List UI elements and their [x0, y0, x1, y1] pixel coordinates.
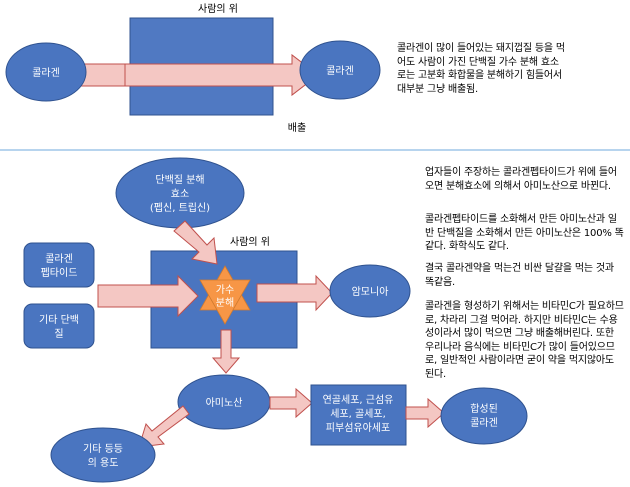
bottom-explanation-p1: 업자들이 주장하는 콜라겐펩타이드가 위에 들어오면 분해효소에 의해서 아미노…	[425, 167, 617, 192]
other-protein-box	[23, 303, 95, 349]
other-protein-label-line1: 기타 단백	[39, 314, 79, 326]
proteins-to-stomach-arrow	[97, 274, 199, 318]
enzyme-label-line1: 단백질 분해	[155, 173, 204, 186]
stomach-to-amino-arrow	[211, 329, 241, 374]
other-use-ellipse	[50, 427, 156, 483]
other-use-label-line2: 의 용도	[88, 457, 119, 469]
synthesized-collagen-label-line2: 콜라겐	[470, 417, 498, 429]
hydrolysis-label-line1: 가수	[216, 284, 234, 296]
enzyme-to-hydrolysis-arrow	[173, 220, 218, 265]
cells-box	[310, 384, 407, 446]
other-use-label-line1: 기타 등등	[83, 443, 123, 455]
cells-label-line3: 피부섬유아세포	[326, 422, 390, 434]
bottom-box-title: 사람의 위	[230, 235, 270, 248]
ammonia-ellipse	[329, 264, 411, 318]
enzyme-label-line2: 효소	[171, 188, 189, 200]
bottom-explanation-p2: 콜라겐펩타이드를 소화해서 만든 아미노산과 일반 단백질을 소화해서 만든 아…	[425, 214, 624, 252]
collagen-peptide-box	[23, 242, 95, 288]
collagen-peptide-label-line1: 콜라겐	[45, 253, 73, 265]
top-right-collagen-ellipse	[299, 40, 381, 100]
cells-label-line2: 세포, 골세포,	[330, 408, 386, 420]
hydrolysis-star	[199, 265, 251, 325]
hydrolysis-to-ammonia-arrow	[256, 274, 333, 312]
hydrolysis-label-line2: 분해	[216, 296, 234, 309]
ammonia-label: 암모니아	[352, 286, 389, 298]
amino-acid-label: 아미노산	[206, 397, 243, 409]
synthesized-collagen-label-line1: 합성된	[470, 403, 498, 415]
top-box-title: 사람의 위	[198, 2, 238, 15]
collagen-peptide-label-line2: 펩타이드	[41, 267, 78, 279]
top-left-collagen-ellipse	[5, 42, 87, 102]
cells-to-synthesized-arrow	[405, 397, 445, 429]
top-explanation-text: 콜라겐이 많이 들어있는 돼지껍질 등을 먹어도 사람이 가진 단백질 가수 분…	[397, 43, 565, 95]
top-exit-label: 배출	[288, 122, 306, 134]
other-protein-label-line2: 질	[54, 328, 63, 340]
synthesized-collagen-ellipse	[440, 387, 528, 445]
top-right-collagen-label: 콜라겐	[326, 65, 354, 77]
bottom-explanation-p4: 콜라겐을 형성하기 위해서는 비타민C가 필요하므로, 차라리 그걸 먹어라. …	[425, 301, 624, 380]
top-flow-arrow-overlay	[124, 53, 319, 97]
top-left-collagen-label: 콜라겐	[32, 67, 60, 79]
cells-label-line1: 연골세포, 근섬유	[323, 394, 394, 406]
enzyme-label-line3: (펩신, 트립신)	[150, 201, 210, 214]
bottom-explanation-p3: 결국 콜라겐약을 먹는건 비싼 달걀을 먹는 것과 똑같음.	[425, 263, 614, 288]
amino-to-cells-arrow	[269, 387, 313, 419]
